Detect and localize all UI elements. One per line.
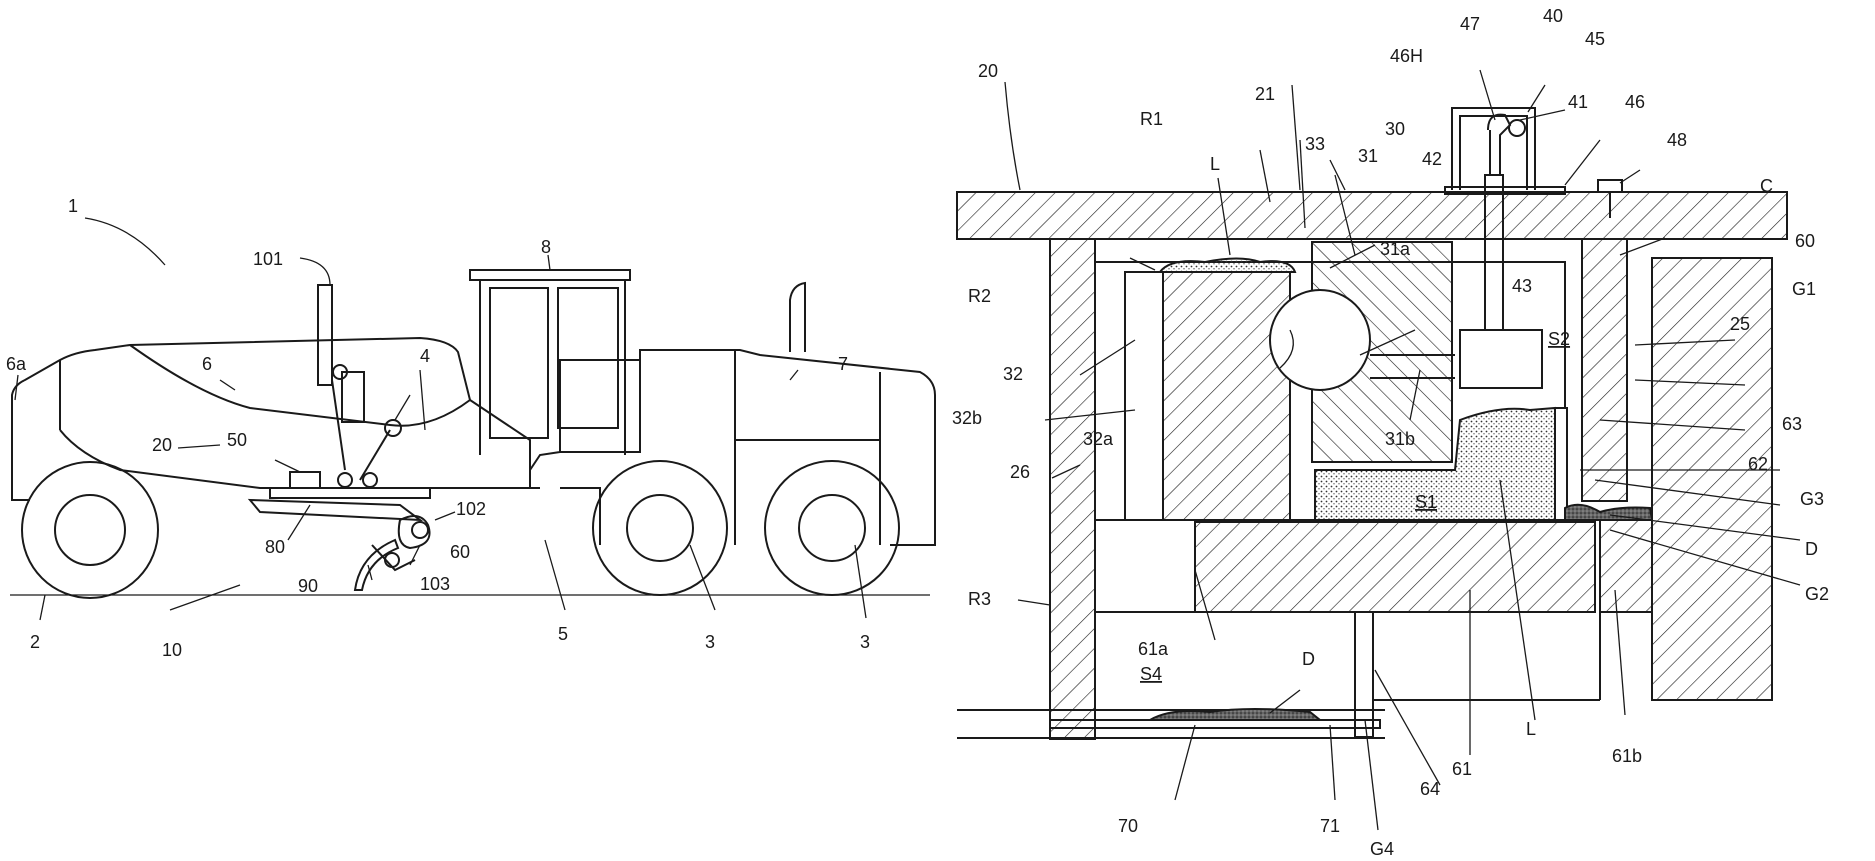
label-s-R3: R3 (968, 589, 991, 609)
label-3a: 3 (705, 632, 715, 652)
label-s-41: 41 (1568, 92, 1588, 112)
member-61 (1195, 522, 1595, 612)
block-32 (1163, 272, 1290, 520)
label-s-31: 31 (1358, 146, 1378, 166)
wall-26 (1050, 239, 1095, 739)
label-s-61a: 61a (1138, 639, 1169, 659)
label-2: 2 (30, 632, 40, 652)
label-s-30: 30 (1385, 119, 1405, 139)
label-s-G1: G1 (1792, 279, 1816, 299)
block-62 (1652, 258, 1772, 700)
label-s-32: 32 (1003, 364, 1023, 384)
lift-cylinder (318, 285, 332, 385)
wall-25 (1582, 239, 1627, 501)
label-s-47: 47 (1460, 14, 1480, 34)
label-s-31b: 31b (1385, 429, 1415, 449)
lubricant-L (1160, 259, 1295, 273)
label-s-62: 62 (1748, 454, 1768, 474)
label-s-S2: S2 (1548, 329, 1570, 349)
label-s-21: 21 (1255, 84, 1275, 104)
label-s-63: 63 (1782, 414, 1802, 434)
label-s-60: 60 (1795, 231, 1815, 251)
label-50: 50 (227, 430, 247, 450)
bolt-48 (1598, 180, 1622, 192)
label-s-46H: 46H (1390, 46, 1423, 66)
label-10: 10 (162, 640, 182, 660)
label-s-D2: D (1805, 539, 1818, 559)
rear-wheel-2 (765, 461, 899, 595)
top-plate-21 (957, 192, 1787, 239)
label-s-46: 46 (1625, 92, 1645, 112)
front-frame (12, 338, 530, 488)
label-s-S1: S1 (1415, 492, 1437, 512)
label-s-71: 71 (1320, 816, 1340, 836)
label-s-61: 61 (1452, 759, 1472, 779)
rear-wheel-1 (593, 461, 727, 595)
label-s-40: 40 (1543, 6, 1563, 26)
label-s-33: 33 (1305, 134, 1325, 154)
label-s-64: 64 (1420, 779, 1440, 799)
label-s-61b: 61b (1612, 746, 1642, 766)
label-s-32a: 32a (1083, 429, 1114, 449)
ball-33 (1270, 290, 1370, 390)
label-s-G3: G3 (1800, 489, 1824, 509)
motor-grader-drawing: 1 2 3 3 4 5 6 6a 7 8 10 20 50 60 80 90 1… (6, 196, 935, 660)
label-s-R1: R1 (1140, 109, 1163, 129)
label-102: 102 (456, 499, 486, 519)
label-3b: 3 (860, 632, 870, 652)
section-view-drawing: 20 21 25 26 30 31 31a 31b 32 32a 32b 33 … (952, 6, 1829, 859)
label-8: 8 (541, 237, 551, 257)
dirt-D-upper (1565, 505, 1652, 520)
label-s-20: 20 (978, 61, 998, 81)
front-wheel (22, 462, 158, 598)
label-s-25: 25 (1730, 314, 1750, 334)
label-5: 5 (558, 624, 568, 644)
blade-circle (250, 500, 420, 520)
label-s-R2: R2 (968, 286, 991, 306)
label-s-32b: 32b (952, 408, 982, 428)
label-s-70: 70 (1118, 816, 1138, 836)
label-s-G4: G4 (1370, 839, 1394, 859)
drawbar (270, 488, 430, 498)
plate-63 (1555, 408, 1567, 520)
cap-47 (1452, 108, 1535, 190)
part-50 (290, 472, 320, 488)
label-90: 90 (298, 576, 318, 596)
label-101: 101 (253, 249, 283, 269)
label-s-31a: 31a (1380, 239, 1411, 259)
label-80: 80 (265, 537, 285, 557)
label-4: 4 (420, 346, 430, 366)
body-43 (1460, 330, 1542, 388)
cab (470, 270, 630, 280)
label-s-S4: S4 (1140, 664, 1162, 684)
label-s-D1: D (1302, 649, 1315, 669)
label-s-L2: L (1526, 719, 1536, 739)
label-s-L1: L (1210, 154, 1220, 174)
member-60 (1600, 520, 1652, 612)
label-7: 7 (838, 354, 848, 374)
label-s-43: 43 (1512, 276, 1532, 296)
wall-64 (1355, 612, 1373, 737)
label-60: 60 (450, 542, 470, 562)
label-s-26: 26 (1010, 462, 1030, 482)
label-103: 103 (420, 574, 450, 594)
label-s-48: 48 (1667, 130, 1687, 150)
label-s-C: C (1760, 176, 1773, 196)
label-6a: 6a (6, 354, 27, 374)
label-s-45: 45 (1585, 29, 1605, 49)
label-20: 20 (152, 435, 172, 455)
rear-body (530, 350, 935, 545)
label-1: 1 (68, 196, 78, 216)
label-s-42: 42 (1422, 149, 1442, 169)
label-s-G2: G2 (1805, 584, 1829, 604)
label-6: 6 (202, 354, 212, 374)
